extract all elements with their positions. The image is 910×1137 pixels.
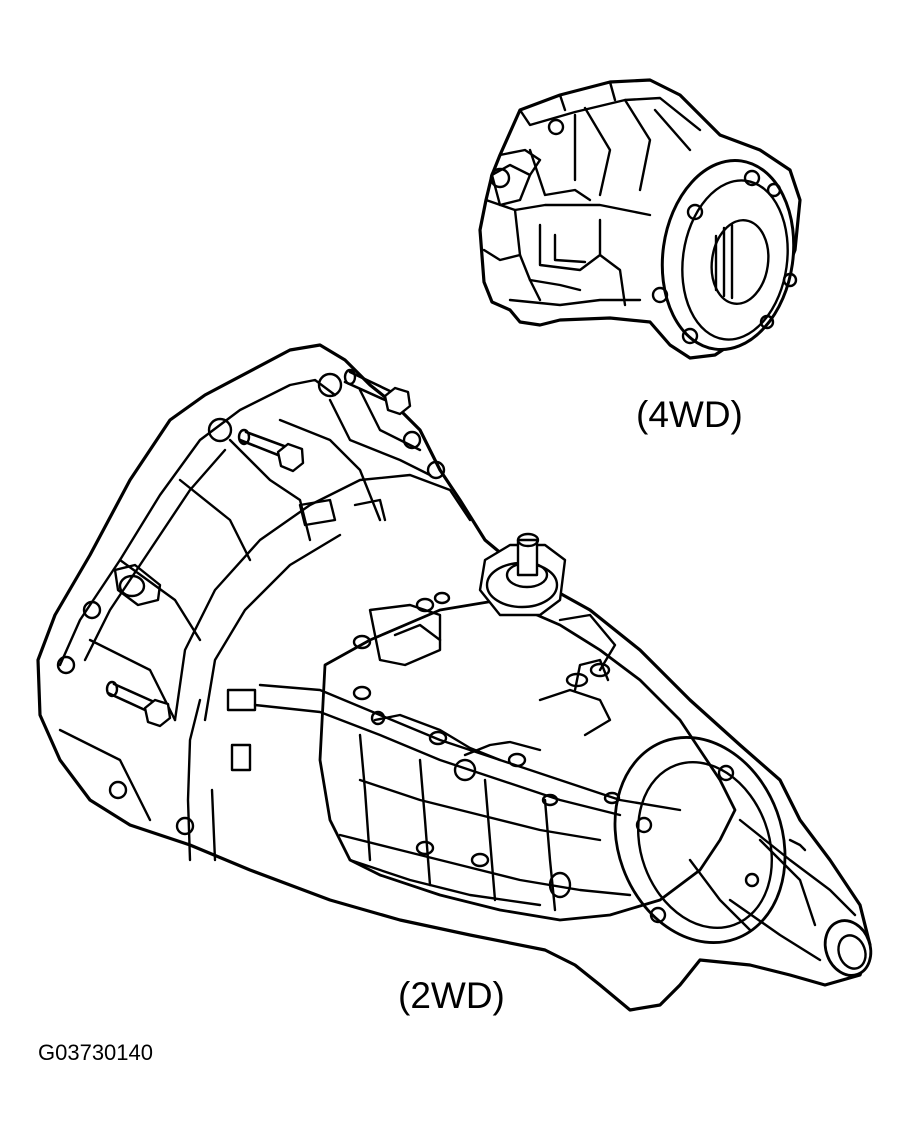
figure-id: G03730140 — [38, 1040, 153, 1065]
bolt-lower — [107, 682, 170, 726]
adapter-housing-4wd — [480, 80, 806, 358]
transmission-2wd — [38, 345, 878, 1010]
bolt-middle — [239, 430, 303, 471]
label-2wd: (2WD) — [398, 975, 505, 1016]
label-4wd: (4WD) — [636, 394, 743, 435]
bolt-upper — [345, 370, 410, 414]
